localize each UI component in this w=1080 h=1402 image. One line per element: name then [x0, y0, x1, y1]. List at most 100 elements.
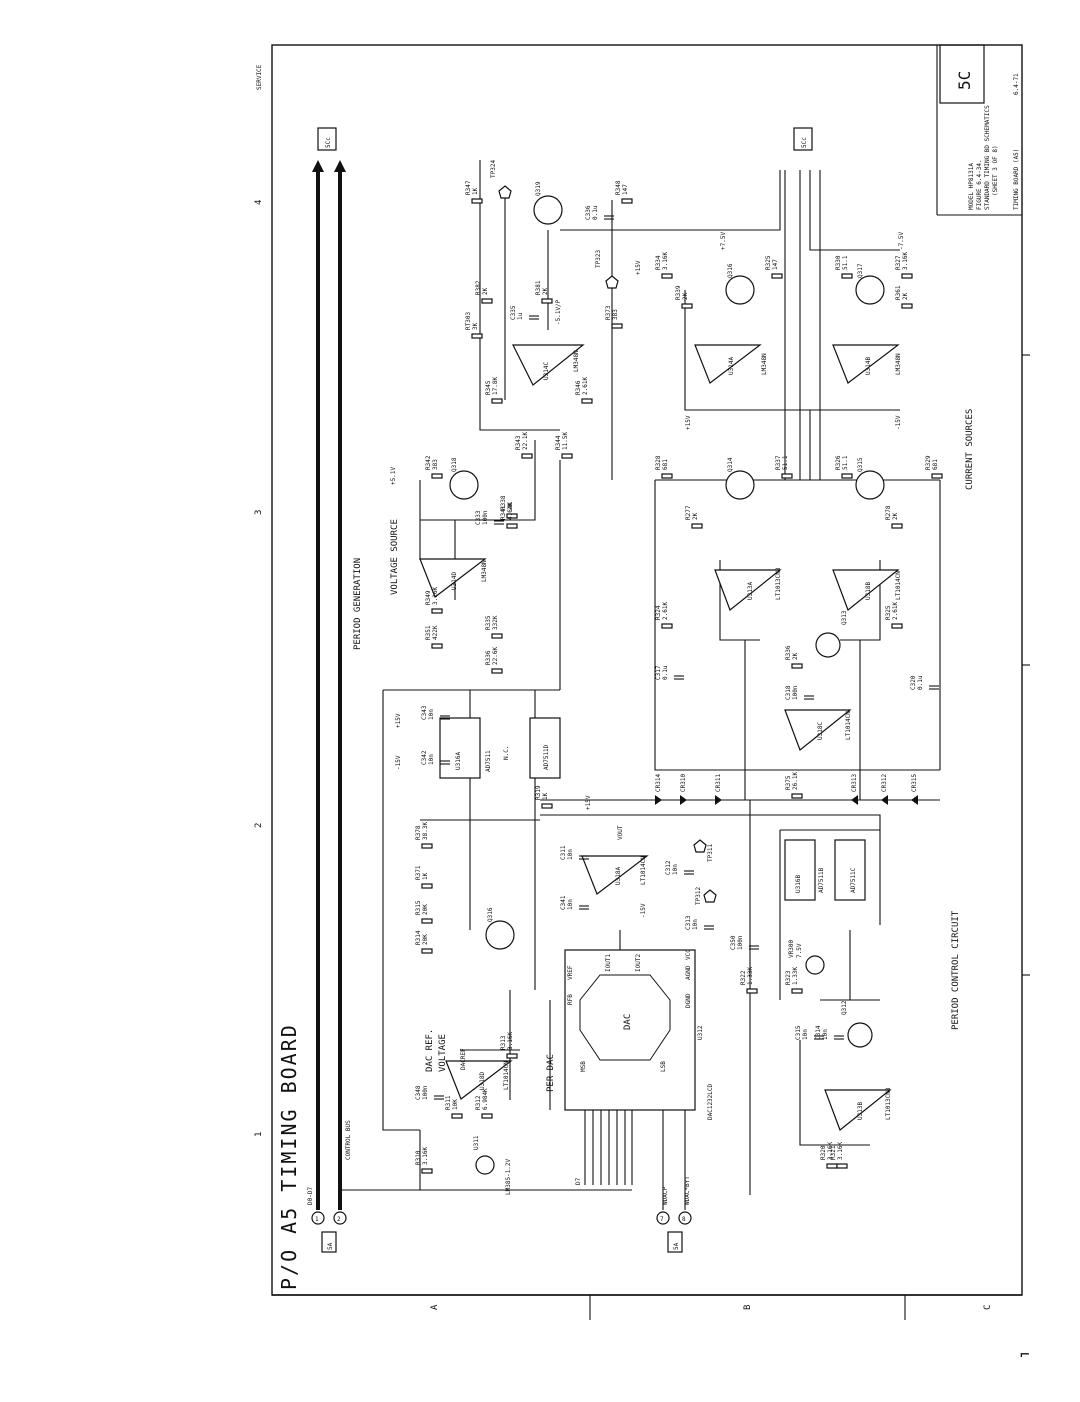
svg-text:MSB: MSB — [580, 1061, 587, 1072]
svg-text:R327: R327 — [895, 255, 902, 270]
svg-text:2.61K: 2.61K — [892, 602, 899, 620]
testpoint-tp323: TP323 — [595, 250, 619, 289]
svg-text:C314: C314 — [815, 1025, 822, 1040]
svg-text:R382: R382 — [475, 280, 482, 295]
svg-text:U316A: U316A — [455, 752, 462, 770]
svg-text:Q314: Q314 — [727, 457, 734, 472]
svg-text:R334: R334 — [655, 255, 662, 270]
svg-text:LSB: LSB — [660, 1061, 667, 1072]
svg-text:C315: C315 — [795, 1025, 802, 1040]
svg-text:R343: R343 — [515, 435, 522, 450]
row-mark-b: B — [743, 1305, 753, 1310]
corner-mark: ⌐ — [1020, 1345, 1030, 1364]
svg-text:2.61K: 2.61K — [662, 602, 669, 620]
svg-text:100n: 100n — [482, 510, 489, 525]
svg-text:R373: R373 — [605, 305, 612, 320]
svg-text:681: 681 — [662, 459, 669, 470]
power-rails: +15V+15V-15V+15V-15V+15V-15V+5.1V+7.5V-7… — [390, 232, 905, 1070]
svg-text:U314D: U314D — [451, 572, 458, 590]
svg-text:C336: C336 — [585, 205, 592, 220]
svg-text:LM348N: LM348N — [895, 353, 902, 375]
svg-text:17.8K: 17.8K — [492, 377, 499, 395]
service-label: SERVICE — [256, 64, 263, 90]
svg-text:3.16K: 3.16K — [662, 252, 669, 270]
opamp-u318b: U318B LT1014CN — [832, 569, 902, 611]
svg-text:Q316: Q316 — [487, 907, 494, 922]
dac-u312: DAC U312 DAC1232LCD RFB VREF IOUT1 IOUT2… — [564, 949, 714, 1120]
info-line-1: MODEL HP8131A — [968, 163, 975, 210]
info-line-2: FIGURE 6.4-34. — [976, 159, 983, 210]
svg-text:10n: 10n — [692, 919, 699, 930]
rail-label: +15V — [585, 795, 592, 810]
section-voltage-source: VOLTAGE SOURCE — [390, 519, 400, 595]
svg-text:R326: R326 — [835, 455, 842, 470]
svg-text:R322: R322 — [740, 970, 747, 985]
svg-text:AD7511B: AD7511B — [818, 867, 825, 893]
to-sheet-5cc-mid: 5Cc — [793, 127, 813, 151]
svg-text:2.61K: 2.61K — [582, 377, 589, 395]
svg-text:1.33K: 1.33K — [792, 967, 799, 985]
svg-text:R323: R323 — [785, 970, 792, 985]
svg-text:C311: C311 — [560, 845, 567, 860]
svg-text:RFB: RFB — [567, 994, 574, 1005]
diode-cr311: CR311 — [715, 774, 722, 792]
opamp-u318d: U318D LT1014CN — [445, 1060, 513, 1100]
svg-text:422K: 422K — [432, 625, 439, 640]
to-sheet-5cc-top: 5Cc — [317, 127, 337, 151]
svg-text:R342: R342 — [425, 455, 432, 470]
svg-text:5A: 5A — [673, 1242, 680, 1250]
svg-text:5Cc: 5Cc — [801, 137, 808, 148]
svg-text:R324: R324 — [655, 605, 662, 620]
bus-label-d7: D7 — [575, 1177, 582, 1185]
svg-text:1K: 1K — [542, 792, 549, 800]
svg-text:3.16K: 3.16K — [432, 587, 439, 605]
svg-text:Q318: Q318 — [451, 457, 458, 472]
connector-1: 1 — [311, 1211, 325, 1225]
svg-text:R338: R338 — [500, 495, 507, 510]
svg-text:R336: R336 — [785, 645, 792, 660]
rail-label: -7.5V — [898, 232, 905, 250]
transistor-q316: Q316 — [725, 263, 755, 305]
svg-text:TP311: TP311 — [707, 844, 714, 862]
svg-text:DAC1232LCD: DAC1232LCD — [707, 1083, 714, 1120]
svg-text:R321: R321 — [830, 1145, 837, 1160]
page-ref: 6.4-71 — [1013, 73, 1020, 95]
svg-text:U314A: U314A — [728, 357, 735, 375]
rail-label: N.C. — [503, 746, 510, 760]
svg-text:LT1014CN: LT1014CN — [845, 711, 852, 740]
svg-text:R375: R375 — [785, 775, 792, 790]
rail-label: -15V — [895, 415, 902, 430]
svg-text:U318D: U318D — [479, 1072, 486, 1090]
transistor-q313: Q313 — [815, 610, 848, 658]
svg-text:R320: R320 — [820, 1145, 827, 1160]
svg-text:R341: R341 — [500, 505, 507, 520]
svg-text:681: 681 — [932, 459, 939, 470]
svg-text:VCC: VCC — [685, 949, 692, 960]
svg-text:LT1014CN: LT1014CN — [640, 856, 647, 885]
svg-text:LM385-1.2V: LM385-1.2V — [505, 1158, 512, 1195]
svg-text:DAC: DAC — [623, 1014, 633, 1030]
rail-label: -15V — [395, 755, 402, 770]
svg-text:100n: 100n — [422, 1085, 429, 1100]
svg-text:5A: 5A — [327, 1242, 334, 1250]
svg-text:R347: R347 — [465, 180, 472, 195]
svg-text:R278: R278 — [885, 505, 892, 520]
